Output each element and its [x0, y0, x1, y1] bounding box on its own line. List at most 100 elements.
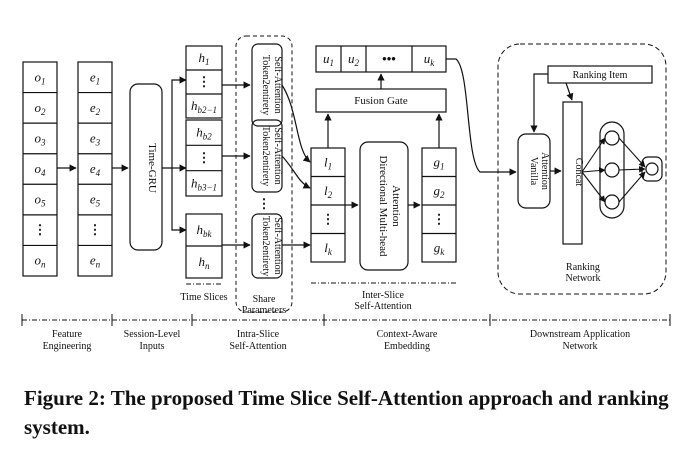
edge-n2-out — [618, 165, 646, 173]
stage-label: Engineering — [43, 341, 92, 352]
slice-cell: ⋮ — [198, 150, 211, 165]
arrow-attn2-to-l2 — [281, 155, 311, 189]
fused-output-cell: ••• — [382, 51, 396, 66]
self-attention-label-line2: Self-Attention — [272, 56, 283, 113]
self-attention-label-line1: Token2entirety — [260, 55, 271, 115]
slice-output-cell: ⋮ — [322, 211, 335, 226]
time-slices-label: Time Slices — [180, 292, 227, 303]
slice-cell: hn — [199, 254, 211, 271]
ranking-network-label-line1: Ranking — [566, 262, 600, 273]
context-output-cell: g2 — [434, 183, 446, 200]
self-attention-label-line2: Self-Attention — [272, 217, 283, 274]
stage-label: Network — [563, 341, 598, 352]
feature-cell: o5 — [35, 192, 47, 209]
slice-group-2 — [185, 119, 223, 197]
slice-output-column: l1 l2 ⋮ lk — [310, 147, 346, 263]
ranking-item-label: Ranking Item — [573, 70, 628, 81]
slice-cell: h1 — [199, 50, 210, 67]
fused-output-cell: u2 — [348, 51, 360, 68]
context-output-column: g1 g2 ⋮ gk — [421, 147, 457, 263]
slice-cell: ⋮ — [198, 74, 211, 89]
vanilla-attention-label-line2: Attention — [539, 152, 550, 190]
feature-cell: o2 — [35, 100, 47, 117]
embedding-cell: en — [90, 253, 101, 270]
stage-label: Intra-Slice — [237, 329, 280, 340]
embedding-cell: e3 — [90, 130, 101, 147]
context-output-cell: g1 — [434, 154, 445, 171]
stage-label: Inputs — [140, 341, 165, 352]
stage-label: Embedding — [384, 341, 430, 352]
hidden-neuron-1 — [604, 130, 620, 146]
hidden-neuron-2 — [604, 162, 620, 178]
arrow-ranking-item-to-attn — [530, 73, 548, 133]
embedding-cell: e1 — [90, 69, 100, 86]
concat-block: Concat — [562, 101, 584, 245]
self-attention-label-line2: Self-Attention — [272, 127, 283, 184]
inter-slice-label-line2: Self-Attention — [354, 301, 411, 312]
embedding-cell: ⋮ — [89, 222, 102, 237]
feature-cell: o3 — [35, 130, 47, 147]
arrow-gru-to-slice-1 — [162, 76, 187, 169]
slice-group-1 — [185, 45, 223, 119]
embedding-cell: e2 — [90, 100, 101, 117]
stage-label: Downstream Application — [530, 329, 630, 340]
arrow-gru-to-slice-3 — [171, 168, 187, 234]
slice-cell: hb3−1 — [191, 175, 217, 192]
edge-n1-out — [618, 137, 646, 168]
stage-label: Self-Attention — [229, 341, 286, 352]
concat-label: Concat — [573, 158, 584, 187]
vanilla-attention-label-line1: Vanilla — [528, 157, 539, 186]
stage-ticks — [21, 314, 671, 326]
slice-cell: hb2−1 — [191, 98, 217, 115]
arrow-attn1-to-l1 — [281, 84, 311, 163]
share-parameters-label-line1: Share — [253, 294, 276, 305]
fused-output-cell: u1 — [323, 51, 334, 68]
arrow-ranking-item-to-concat — [565, 82, 574, 101]
ranking-network-container — [497, 43, 667, 295]
feature-cell: ⋮ — [34, 222, 47, 237]
feature-cell: on — [35, 253, 47, 270]
fused-output-row: u1 u2 ••• uk — [315, 45, 447, 73]
context-output-cell: ⋮ — [433, 211, 446, 226]
edge-concat-n3 — [581, 171, 606, 203]
attn-ellipsis: ⋮ — [258, 196, 271, 211]
edge-n3-out — [618, 171, 646, 203]
time-gru-block: Time-GRU — [129, 83, 163, 251]
embedding-cell: e4 — [90, 161, 101, 178]
fused-output-cell: uk — [424, 51, 436, 68]
context-output-cell: gk — [434, 240, 446, 257]
output-neuron — [645, 162, 659, 176]
share-parameters-label-line2: Parameters — [242, 305, 287, 316]
self-attention-label-line1: Token2entirety — [260, 216, 271, 276]
time-gru-label: Time-GRU — [146, 143, 158, 193]
dmha-block: Directional Multi-head Attention — [359, 141, 409, 271]
slice-output-cell: lk — [324, 240, 333, 257]
inter-slice-label-line1: Inter-Slice — [362, 290, 405, 301]
fusion-gate-block: Fusion Gate — [315, 88, 447, 113]
self-attention-block-3 — [251, 213, 283, 279]
stage-label: Session-Level — [124, 329, 181, 340]
slice-output-cell: l1 — [324, 154, 332, 171]
figure-caption: Figure 2: The proposed Time Slice Self-A… — [24, 386, 669, 439]
self-attention-label-line1: Token2entirety — [260, 126, 271, 186]
slice-cell: hbk — [197, 222, 213, 239]
slice-cell: hb2 — [196, 125, 212, 142]
feature-cell: o1 — [35, 69, 46, 86]
stage-label: Feature — [52, 329, 83, 340]
vanilla-attention-block: Vanilla Attention — [517, 133, 551, 209]
slice-output-cell: l2 — [324, 183, 333, 200]
feature-cell: o4 — [35, 161, 47, 178]
dmha-label-line2: Attention — [390, 185, 402, 227]
edge-concat-n2 — [581, 167, 606, 174]
feature-column: o1 o2 o3 o4 o5 ⋮ on — [22, 61, 58, 277]
time-slice-groups: h1 ⋮ hb2−1 hb2 ⋮ hb3−1 hbk hn ⋮ — [185, 45, 271, 279]
ranking-network-label-line2: Network — [566, 273, 601, 284]
arrow-uk-to-vanilla-attention — [446, 58, 517, 176]
stage-label: Context-Aware — [377, 329, 438, 340]
dmha-label-line1: Directional Multi-head — [377, 155, 389, 257]
fusion-gate-label: Fusion Gate — [354, 95, 408, 107]
